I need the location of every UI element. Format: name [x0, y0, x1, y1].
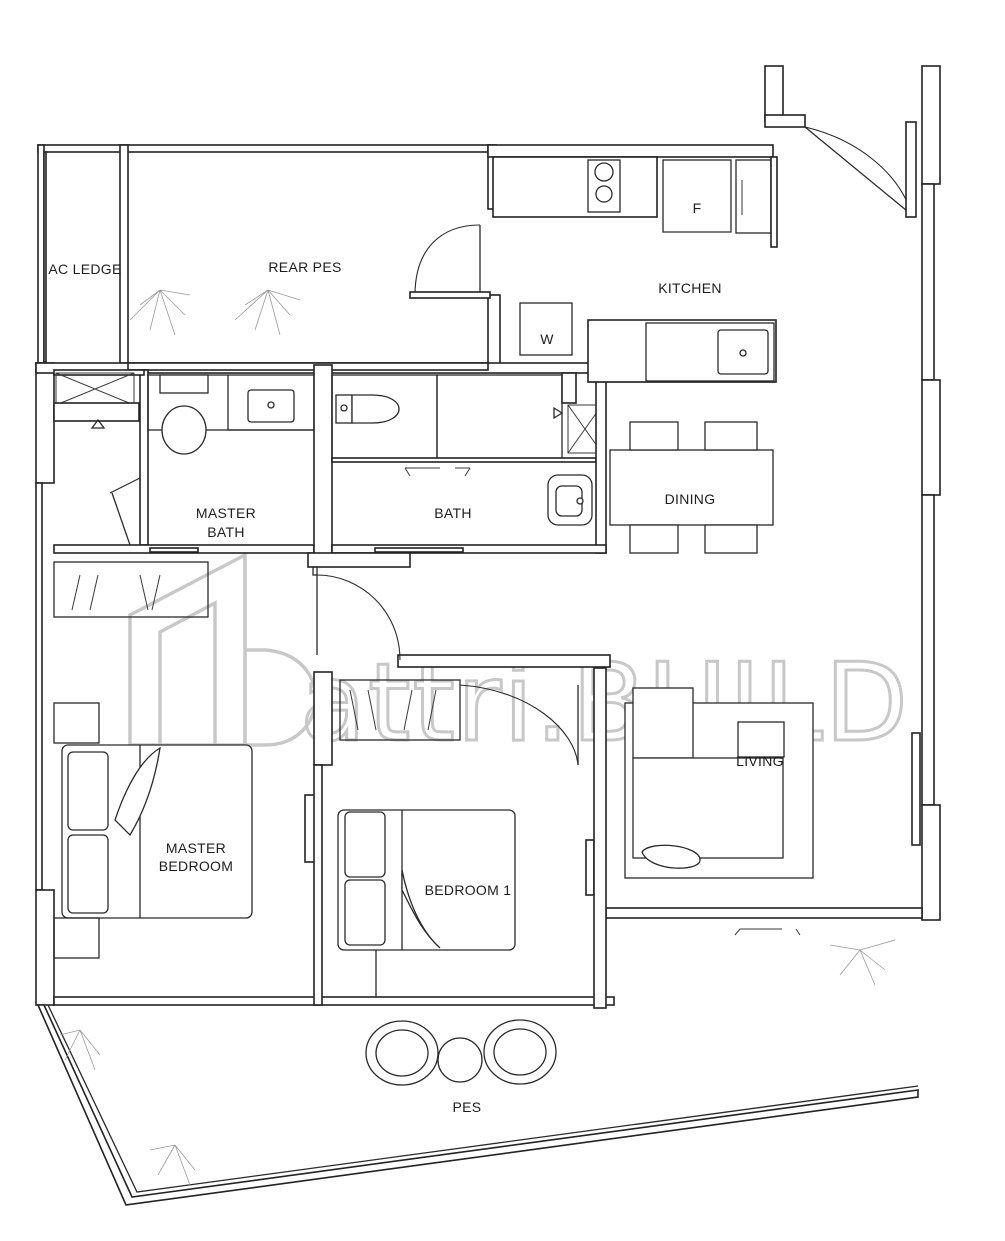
bedroom-1	[337, 667, 607, 1009]
label-rear-pes: REAR PES	[268, 259, 341, 275]
label-fridge: F	[693, 200, 702, 216]
outer-walls	[35, 65, 941, 1006]
master-bedroom	[53, 561, 333, 1006]
dining-table	[609, 421, 774, 554]
label-kitchen: KITCHEN	[658, 280, 722, 296]
label-bath: BATH	[434, 505, 472, 521]
label-dining: DINING	[665, 491, 716, 507]
label-master-bedroom-line2: BEDROOM	[159, 858, 233, 874]
kitchen-block	[409, 121, 917, 383]
label-master-bath-line1: MASTER	[196, 505, 256, 521]
label-living: LIVING	[736, 753, 784, 769]
label-master-bath-line2: BATH	[207, 524, 245, 540]
label-master-bedroom-line1: MASTER	[166, 840, 226, 856]
label-washer: W	[540, 331, 554, 347]
label-pes: PES	[453, 1099, 482, 1115]
label-ac-ledge: AC LEDGE	[48, 261, 121, 277]
pes-terrace	[36, 1004, 919, 1206]
plant-decorations	[59, 289, 896, 1186]
bathroom-block	[53, 364, 611, 668]
label-bedroom-1: BEDROOM 1	[425, 882, 512, 898]
living-area	[624, 687, 921, 936]
room-labels: AC LEDGE REAR PES KITCHEN F W MASTER BAT…	[48, 200, 783, 1115]
